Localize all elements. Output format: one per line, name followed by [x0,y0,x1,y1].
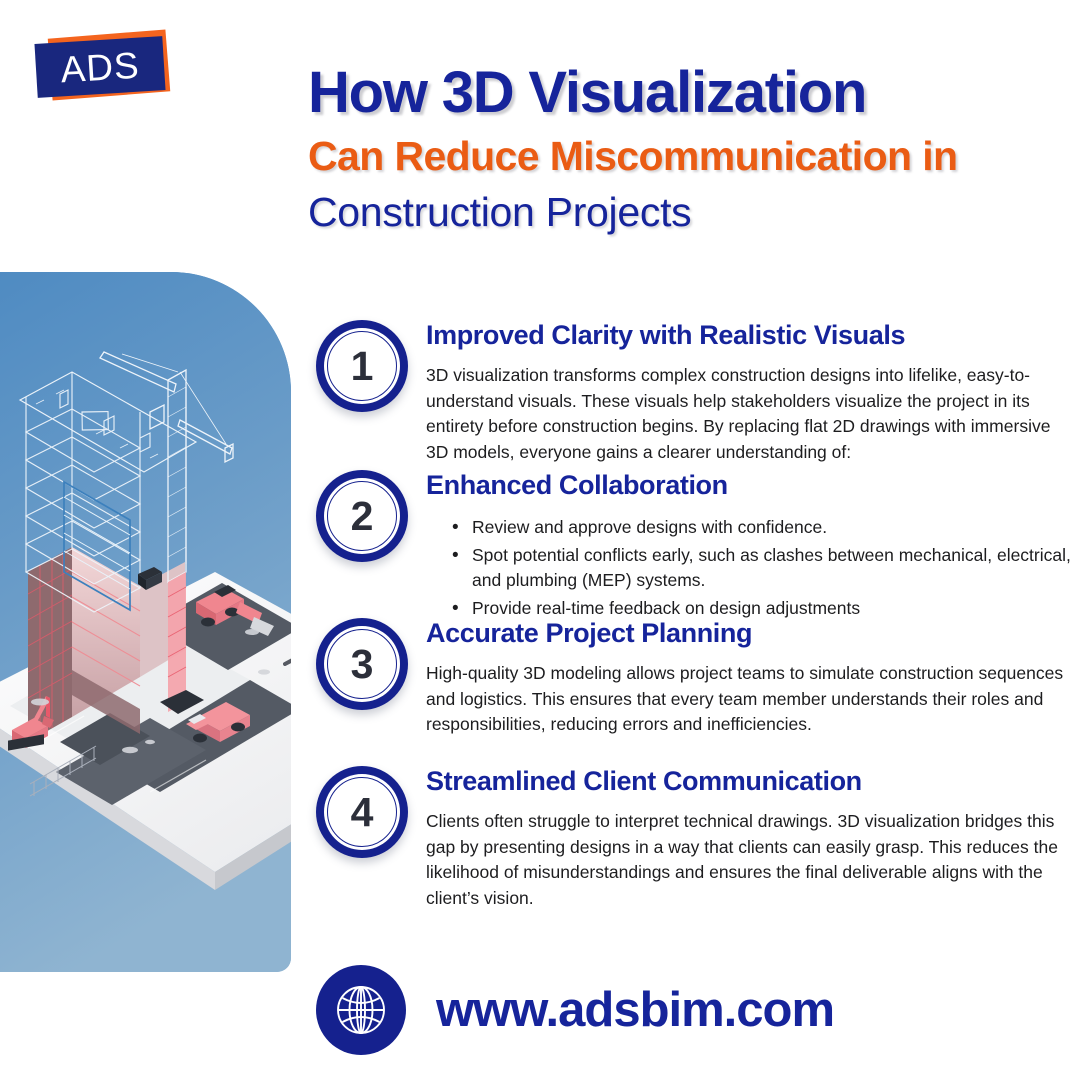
bullet-item: Provide real-time feedback on design adj… [452,595,1076,623]
step-number: 1 [350,342,374,389]
bulldozer-vehicle [196,585,274,636]
item-heading: Improved Clarity with Realistic Visuals [426,320,906,350]
badge-inner-ring [327,629,397,699]
list-item: 3 Accurate Project Planning High-quality… [316,618,1076,738]
item-paragraph: High-quality 3D modeling allows project … [426,663,1064,735]
scaffold-highlight [63,480,131,612]
item-heading: Enhanced Collaboration [426,470,728,500]
dump-truck-vehicle [186,702,250,743]
logo-navy-shape: ADS [34,36,166,98]
badge-inner-ring [327,331,397,401]
globe-icon [316,965,406,1055]
item-heading: Streamlined Client Communication [426,766,862,796]
title-line-tertiary: Construction Projects [308,188,692,235]
step-number-badge: 3 [316,618,408,710]
crane-mast-lower [160,572,204,714]
item-paragraph: Clients often struggle to interpret tech… [426,811,1058,909]
step-number: 3 [350,640,374,687]
badge-inner-ring [327,481,397,551]
list-item: 1 Improved Clarity with Realistic Visual… [316,320,1076,466]
step-number: 4 [350,788,374,835]
site-debris [31,629,270,754]
ads-logo[interactable]: ADS [28,28,188,110]
building-lower [27,547,185,742]
list-item: 4 Streamlined Client Communication Clien… [316,766,1076,912]
step-number-badge: 4 [316,766,408,858]
isometric-construction-illustration [0,272,291,972]
list-item: 2 Enhanced Collaboration Review and appr… [316,470,1076,624]
step-number: 2 [350,492,374,539]
title-line-primary: How 3D Visualization [308,60,867,125]
logo-text: ADS [59,44,141,90]
bullet-item: Review and approve designs with confiden… [452,514,1076,542]
step-number-badge: 2 [316,470,408,562]
globe-icon-glyph [337,986,385,1034]
site-railing [29,745,97,797]
crane-counterweight [138,567,162,580]
website-url[interactable]: www.adsbim.com [436,982,835,1037]
title-line-secondary: Can Reduce Miscommunication in [308,133,958,180]
footer-website[interactable]: www.adsbim.com [316,965,835,1055]
badge-inner-ring [327,777,397,847]
item-heading: Accurate Project Planning [426,618,753,648]
construction-illustration-panel [0,272,291,972]
bullet-item: Spot potential conflicts early, such as … [452,542,1076,594]
page-title: How 3D Visualization Can Reduce Miscommu… [308,62,1078,234]
item-paragraph: 3D visualization transforms complex cons… [426,365,1051,463]
step-number-badge: 1 [316,320,408,412]
item-bullet-list: Review and approve designs with confiden… [426,514,1076,623]
